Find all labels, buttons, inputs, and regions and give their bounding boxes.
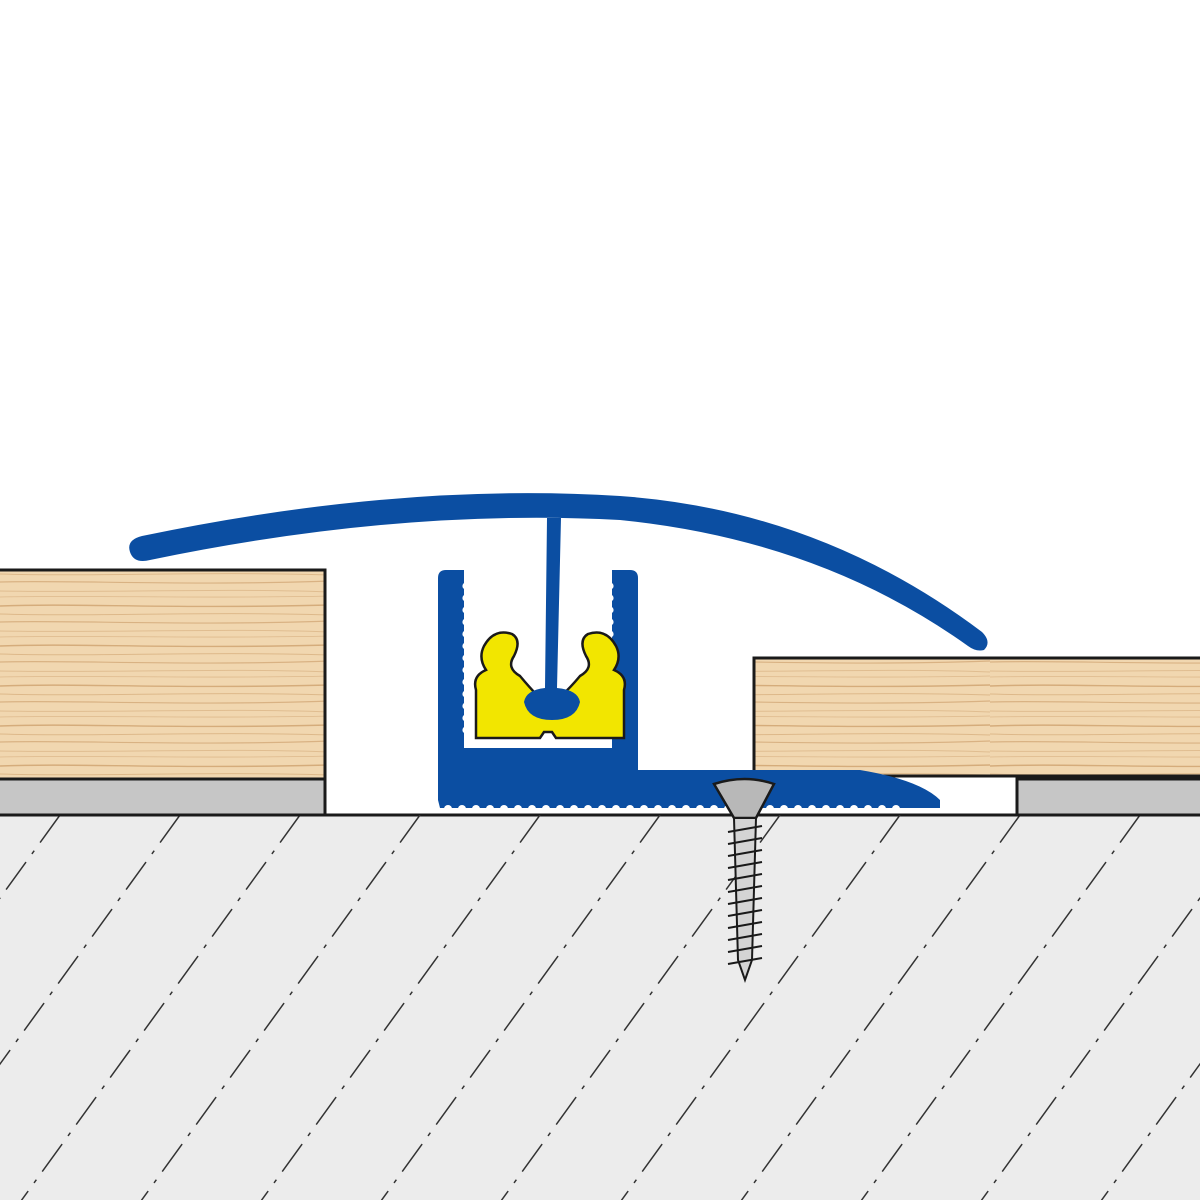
serration xyxy=(878,805,886,813)
hatch-line xyxy=(620,815,901,1200)
serration xyxy=(892,805,900,813)
serration xyxy=(556,805,564,813)
hatch-line xyxy=(740,815,1021,1200)
serration xyxy=(462,582,470,590)
serration xyxy=(462,630,470,638)
serration xyxy=(486,805,494,813)
thread-turn xyxy=(727,921,763,929)
right-underlay xyxy=(1015,777,1200,817)
serration xyxy=(864,805,872,813)
serration xyxy=(626,805,634,813)
serration xyxy=(584,805,592,813)
base-channel-profile xyxy=(438,570,940,813)
serration xyxy=(500,805,508,813)
left-underlay xyxy=(0,777,327,817)
serration xyxy=(462,678,470,686)
serration xyxy=(780,805,788,813)
serration xyxy=(710,805,718,813)
serration xyxy=(462,690,470,698)
serration xyxy=(462,618,470,626)
serration xyxy=(462,642,470,650)
serration xyxy=(822,805,830,813)
screw-thread xyxy=(727,825,763,965)
serration xyxy=(696,805,704,813)
hatch-line xyxy=(980,896,1200,1200)
serration xyxy=(808,805,816,813)
serration xyxy=(836,805,844,813)
thread-turn xyxy=(727,933,763,941)
serration xyxy=(444,805,452,813)
hatch-line xyxy=(500,815,781,1200)
thread-turn xyxy=(727,897,763,905)
serration xyxy=(606,618,614,626)
serration xyxy=(598,805,606,813)
serration xyxy=(514,805,522,813)
serration xyxy=(654,805,662,813)
serration xyxy=(606,606,614,614)
serration xyxy=(462,714,470,722)
serration xyxy=(462,594,470,602)
thread-turn xyxy=(727,825,763,833)
thread-turn xyxy=(727,957,763,965)
serration xyxy=(606,594,614,602)
hatch-line xyxy=(1100,1062,1200,1200)
serration xyxy=(528,805,536,813)
thread-turn xyxy=(727,837,763,845)
subfloor xyxy=(0,813,1200,1200)
thread-turn xyxy=(727,861,763,869)
hatch-line xyxy=(860,815,1141,1200)
serration xyxy=(462,702,470,710)
thread-turn xyxy=(727,909,763,917)
hatch-line xyxy=(260,815,541,1200)
serration xyxy=(462,606,470,614)
left-channel-serrations xyxy=(462,582,470,734)
right-floor-board xyxy=(752,656,1200,778)
serration xyxy=(542,805,550,813)
serration xyxy=(606,582,614,590)
serration xyxy=(472,805,480,813)
serration xyxy=(640,805,648,813)
serration xyxy=(462,654,470,662)
thread-turn xyxy=(727,873,763,881)
serration xyxy=(668,805,676,813)
transition-profile-cap xyxy=(129,493,988,720)
serration xyxy=(766,805,774,813)
hatch-line xyxy=(20,815,301,1200)
bottom-serrations xyxy=(444,805,900,813)
serration xyxy=(850,805,858,813)
thread-turn xyxy=(727,945,763,953)
hatch-line xyxy=(380,815,661,1200)
thread-turn xyxy=(727,849,763,857)
left-floor-board xyxy=(0,568,327,781)
hatch-line xyxy=(0,815,181,1066)
fixing-screw xyxy=(712,777,776,984)
serration xyxy=(462,666,470,674)
serration xyxy=(794,805,802,813)
serration xyxy=(462,726,470,734)
serration xyxy=(612,805,620,813)
subfloor-hatching xyxy=(0,815,1200,1200)
serration xyxy=(570,805,578,813)
serration xyxy=(682,805,690,813)
hatch-line xyxy=(140,815,421,1200)
thread-turn xyxy=(727,885,763,893)
hatch-line xyxy=(0,815,61,900)
serration xyxy=(458,805,466,813)
